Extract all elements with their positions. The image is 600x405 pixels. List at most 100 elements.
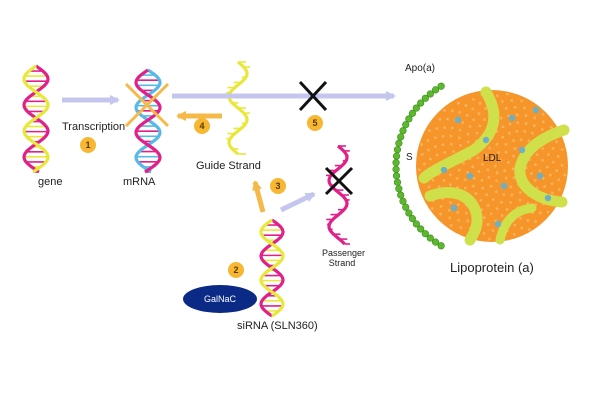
particle-speckle	[491, 157, 495, 161]
particle-speckle	[508, 131, 511, 135]
particle-speckle	[510, 193, 514, 197]
particle-speckle	[516, 121, 520, 125]
particle-speckle	[471, 97, 475, 101]
particle-speckle	[534, 220, 537, 223]
particle-speckle	[434, 145, 437, 149]
particle-speckle	[488, 146, 492, 150]
apo-a-bead	[405, 115, 413, 123]
particle-speckle	[455, 176, 459, 180]
apo-a-bead	[412, 104, 420, 112]
particle-speckle	[457, 218, 461, 222]
particle-speckle	[441, 143, 445, 147]
particle-speckle	[530, 171, 533, 175]
particle-speckle	[418, 168, 421, 172]
particle-speckle	[477, 112, 481, 115]
particle-speckle	[495, 207, 499, 211]
particle-speckle	[427, 129, 431, 133]
step-badge-3: 3	[270, 178, 286, 194]
particle-speckle	[452, 150, 455, 153]
particle-speckle	[480, 178, 484, 182]
particle-speckle	[550, 191, 554, 195]
particle-speckle	[466, 132, 470, 136]
particle-speckle	[513, 147, 517, 150]
particle-speckle	[464, 186, 467, 190]
particle-speckle	[456, 211, 460, 214]
strand-backbone	[227, 60, 249, 156]
particle-speckle	[420, 142, 423, 146]
s-label: S	[406, 152, 413, 163]
particle-speckle	[533, 116, 537, 120]
particle-speckle	[462, 161, 466, 165]
apo-a-bead	[405, 209, 413, 217]
particle-speckle	[541, 120, 545, 124]
apo-a-bead	[408, 215, 417, 223]
particle-dot	[454, 116, 462, 124]
particle-speckle	[502, 193, 506, 197]
particle-speckle	[533, 163, 537, 167]
particle-dot	[466, 172, 474, 180]
particle-speckle	[474, 192, 478, 195]
particle-dot	[450, 204, 458, 212]
particle-speckle	[499, 158, 503, 162]
particle-speckle	[465, 113, 469, 117]
particle-speckle	[430, 207, 434, 210]
gene-label: gene	[38, 176, 63, 188]
particle-speckle	[560, 148, 564, 152]
particle-speckle	[458, 128, 462, 132]
apo-a-bead	[402, 203, 410, 211]
apo-a-bead	[426, 234, 434, 242]
particle-speckle	[478, 101, 482, 105]
sirna-label: siRNA (SLN360)	[237, 320, 318, 332]
particle-speckle	[546, 210, 550, 214]
particle-speckle	[472, 118, 476, 122]
particle-speckle	[466, 171, 469, 174]
particle-speckle	[512, 154, 515, 158]
particle-speckle	[491, 198, 495, 201]
apo-a-bead	[417, 99, 425, 107]
particle-speckle	[450, 109, 454, 113]
particle-speckle	[457, 203, 460, 207]
particle-speckle	[449, 134, 453, 138]
step-badge-4: 4	[194, 118, 210, 134]
particle-speckle	[504, 150, 508, 154]
particle-speckle	[499, 200, 503, 204]
apo-a-bead	[395, 139, 403, 147]
particle-speckle	[500, 100, 504, 104]
particle-speckle	[503, 169, 506, 172]
helix-strand-a	[134, 68, 162, 174]
sirna-helix	[259, 218, 285, 318]
particle-speckle	[463, 178, 467, 182]
particle-speckle	[527, 228, 531, 231]
particle-speckle	[457, 168, 461, 172]
particle-speckle	[493, 164, 497, 168]
particle-band-right	[514, 124, 570, 208]
particle-speckle	[519, 216, 522, 220]
cleavage-mark-icon	[124, 82, 170, 128]
particle-speckle	[501, 135, 505, 139]
particle-band-lower-right	[495, 203, 537, 245]
lipoprotein-label: Lipoprotein (a)	[450, 260, 534, 275]
sirna-to-guide-arrow	[252, 180, 266, 213]
apo-a-bead	[426, 90, 434, 98]
particle-speckle	[443, 126, 446, 129]
apo-a-bead	[392, 165, 400, 173]
particle-speckle	[532, 124, 536, 127]
particle-speckle	[526, 219, 530, 222]
particle-speckle	[484, 106, 488, 110]
blocked-translation-cross-icon	[298, 80, 328, 112]
particle-speckle	[495, 94, 499, 98]
apo-a-bead	[417, 225, 425, 233]
helix-strand-b	[259, 218, 285, 318]
apo-a-bead	[399, 127, 407, 135]
particle-speckle	[491, 229, 495, 232]
particle-speckle	[545, 165, 549, 169]
helix-strand-a	[22, 64, 50, 174]
particle-speckle	[541, 112, 545, 116]
particle-speckle	[458, 144, 462, 147]
particle-speckle	[486, 223, 490, 226]
particle-speckle	[495, 190, 498, 194]
particle-speckle	[443, 109, 446, 112]
particle-speckle	[433, 136, 437, 140]
particle-speckle	[487, 175, 491, 179]
